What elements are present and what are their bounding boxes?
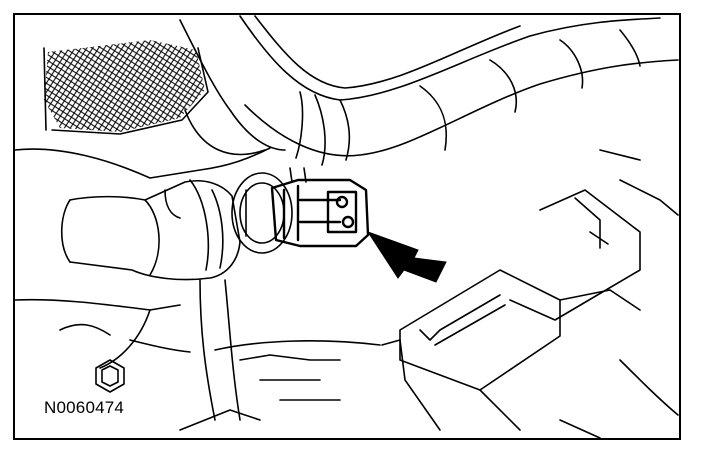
arrow-icon (366, 231, 447, 283)
right-module (381, 149, 679, 431)
mesh-grille (43, 40, 209, 135)
figure-id-label: N0060474 (44, 398, 125, 417)
hex-bolt-icon (95, 359, 125, 393)
electrical-connector (270, 167, 370, 248)
cover-outline (14, 19, 286, 179)
sensor-housing (60, 179, 241, 281)
wire-harness (239, 15, 679, 166)
figure-border (13, 13, 681, 440)
